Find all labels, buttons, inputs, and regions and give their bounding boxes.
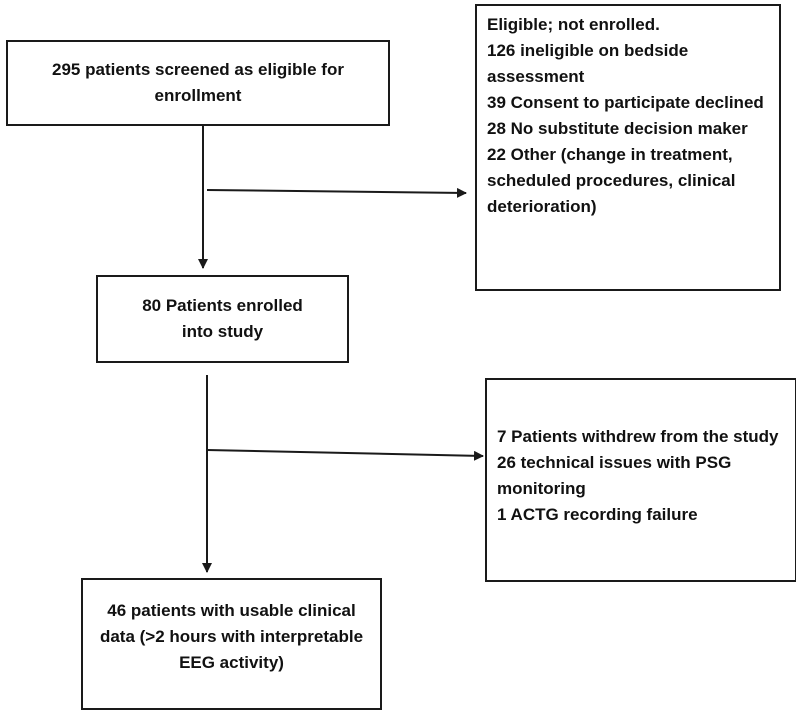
arrow-to-excluded: [206, 187, 467, 198]
usable-text: 46 patients with usable clinical data (>…: [99, 601, 364, 672]
screened-box: 295 patients screened as eligible for en…: [6, 40, 390, 126]
arrow-to-withdrawn: [206, 449, 484, 461]
withdrawn-item-technical: 26 technical issues with PSG monitoring: [497, 453, 732, 498]
excluded-item-no-decision-maker: 28 No substitute decision maker: [487, 119, 748, 138]
withdrawn-item-patients: 7 Patients withdrew from the study: [497, 427, 779, 446]
withdrawn-box: 7 Patients withdrew from the study 26 te…: [485, 378, 796, 582]
withdrawn-item-actg: 1 ACTG recording failure: [497, 505, 698, 524]
enrolled-text: 80 Patients enrolled into study: [142, 296, 303, 341]
screened-text: 295 patients screened as eligible for en…: [52, 60, 344, 105]
excluded-item-ineligible: 126 ineligible on bedside assessment: [487, 41, 689, 86]
excluded-heading: Eligible; not enrolled.: [487, 15, 660, 34]
excluded-box: Eligible; not enrolled. 126 ineligible o…: [475, 4, 781, 291]
enrolled-box: 80 Patients enrolled into study: [96, 275, 349, 363]
excluded-item-other: 22 Other (change in treatment, scheduled…: [487, 145, 736, 216]
usable-box: 46 patients with usable clinical data (>…: [81, 578, 382, 710]
excluded-item-consent-declined: 39 Consent to participate declined: [487, 93, 764, 112]
